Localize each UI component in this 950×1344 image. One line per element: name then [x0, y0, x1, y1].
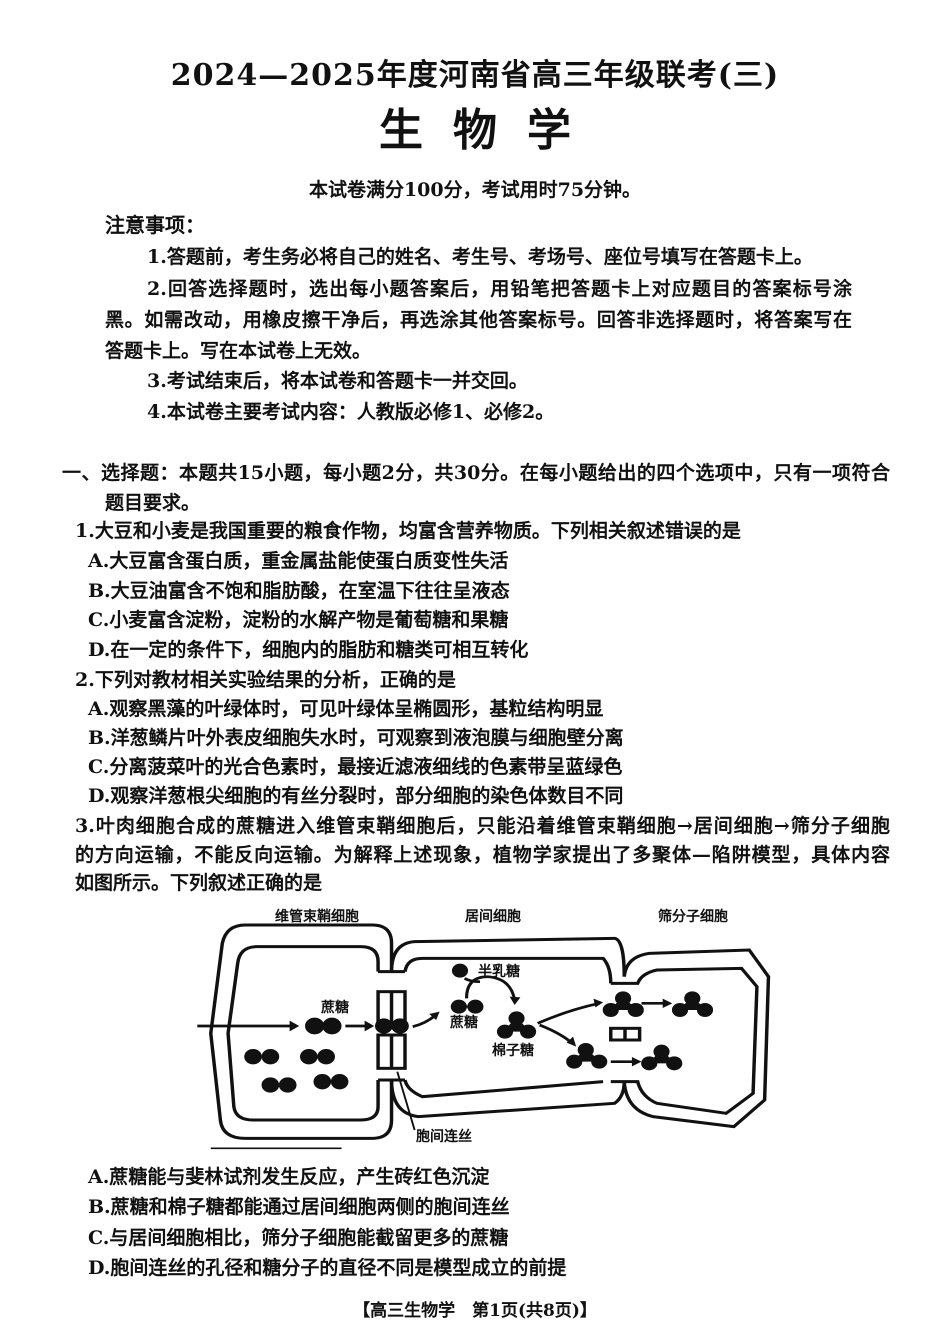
label-leader-line [396, 1071, 416, 1131]
sucrose-molecule [244, 1049, 280, 1065]
question-stem: 2.下列对教材相关实验结果的分析，正确的是 [75, 669, 456, 691]
option: D.胞间连丝的孔径和糖分子的直径不同是模型成立的前提 [88, 1257, 567, 1279]
molecules [244, 963, 714, 1093]
note-line: 1.答题前，考生务必将自己的姓名、考生号、考场号、座位号填写在答题卡上。 [147, 246, 813, 268]
question-stem: 3.叶肉细胞合成的蔗糖进入维管束鞘细胞后，只能沿着维管束鞘细胞→居间细胞→筛分子… [75, 815, 890, 837]
page-footer: 【高三生物学 第1页(共8页)】 [353, 1301, 597, 1321]
label-sucrose: 蔗糖 [450, 1015, 478, 1031]
note-line: 3.考试结束后，将本试卷和答题卡一并交回。 [147, 370, 528, 392]
left-cell-wall [209, 923, 394, 1140]
note-line: 答题卡上。写在本试卷上无效。 [105, 340, 372, 362]
sucrose-molecule [261, 1077, 297, 1093]
label-intermediary-cell: 居间细胞 [465, 909, 521, 925]
option: B.洋葱鳞片叶外表皮细胞失水时，可观察到液泡膜与细胞壁分离 [88, 727, 624, 749]
section-heading: 题目要求。 [105, 492, 201, 514]
section-heading: 一、选择题：本题共15小题，每小题2分，共30分。在每小题给出的四个选项中，只有… [62, 462, 890, 484]
option: A.观察黑藻的叶绿体时，可见叶绿体呈椭圆形，基粒结构明显 [88, 698, 604, 720]
option: C.小麦富含淀粉，淀粉的水解产物是葡萄糖和果糖 [88, 609, 509, 631]
note-line: 2.回答选择题时，选出每小题答案后，用铅笔把答题卡上对应题目的答案标号涂 [147, 278, 852, 300]
label-sucrose: 蔗糖 [321, 1000, 349, 1016]
option: D.在一定的条件下，细胞内的脂肪和糖类可相互转化 [88, 639, 529, 661]
label-raffinose: 棉子糖 [492, 1043, 534, 1059]
subject-title: 生物学 [379, 105, 601, 156]
option: A.蔗糖能与斐林试剂发生反应，产生砖红色沉淀 [88, 1166, 490, 1188]
raffinose-molecule [641, 1044, 683, 1071]
arrow [537, 1002, 600, 1025]
right-cell-wall [622, 948, 771, 1129]
option: B.蔗糖和棉子糖都能通过居间细胞两侧的胞间连丝 [88, 1196, 510, 1218]
label-plasmodesmata: 胞间连丝 [416, 1129, 472, 1145]
middle-cell-wall [389, 936, 626, 1119]
option: C.分离菠菜叶的光合色素时，最接近滤液细线的色素带呈蓝绿色 [88, 756, 623, 778]
raffinose-molecule [566, 1043, 608, 1069]
exam-title: 2024—2025年度河南省高三年级联考(三) [170, 58, 780, 93]
label-bundle-sheath-cell: 维管束鞘细胞 [275, 909, 359, 925]
right-cell-membrane [610, 966, 759, 1115]
sucrose-molecule [299, 1049, 336, 1065]
raffinose-molecule [602, 991, 644, 1017]
option: D.观察洋葱根尖细胞的有丝分裂时，部分细胞的染色体数目不同 [88, 785, 624, 807]
option: C.与居间细胞相比，筛分子细胞能截留更多的蔗糖 [88, 1227, 509, 1249]
option: B.大豆油富含不饱和脂肪酸，在室温下往往呈液态 [88, 580, 510, 602]
raffinose-molecule [496, 1011, 537, 1039]
sucrose-molecule [305, 1017, 342, 1035]
question-stem: 如图所示。下列叙述正确的是 [75, 872, 323, 894]
arrow [538, 1023, 574, 1045]
polymer-trap-diagram: 维管束鞘细胞 居间细胞 筛分子细胞 蔗糖 蔗糖 半乳糖 棉子糖 胞间连丝 [180, 900, 780, 1160]
notes-heading: 注意事项： [105, 213, 205, 237]
arrow [463, 977, 481, 983]
galactose-molecule [451, 963, 469, 978]
diagram-drawing [197, 923, 771, 1150]
middle-cell-membrane [403, 956, 613, 1099]
question-stem: 1.大豆和小麦是我国重要的粮食作物，均富含营养物质。下列相关叙述错误的是 [75, 520, 741, 542]
exam-info: 本试卷满分100分，考试用时75分钟。 [308, 179, 642, 201]
left-cell-membrane [226, 945, 380, 1122]
sucrose-molecule [450, 999, 484, 1014]
sucrose-molecule [313, 1074, 349, 1090]
sucrose-molecule [375, 1018, 409, 1034]
label-galactose: 半乳糖 [478, 964, 520, 980]
arrow [465, 975, 517, 1001]
option: A.大豆富含蛋白质，重金属盐能使蛋白质变性失活 [88, 550, 509, 572]
arrow [412, 1014, 437, 1028]
note-line: 黑。如需改动，用橡皮擦干净后，再选涂其他答案标号。回答非选择题时，将答案写在 [105, 309, 852, 331]
raffinose-molecule [671, 991, 714, 1017]
note-line: 4.本试卷主要考试内容：人教版必修1、必修2。 [147, 401, 555, 423]
label-sieve-element: 筛分子细胞 [658, 909, 728, 925]
question-stem: 的方向运输，不能反向运输。为解释上述现象，植物学家提出了多聚体—陷阱模型，具体内… [75, 844, 890, 866]
